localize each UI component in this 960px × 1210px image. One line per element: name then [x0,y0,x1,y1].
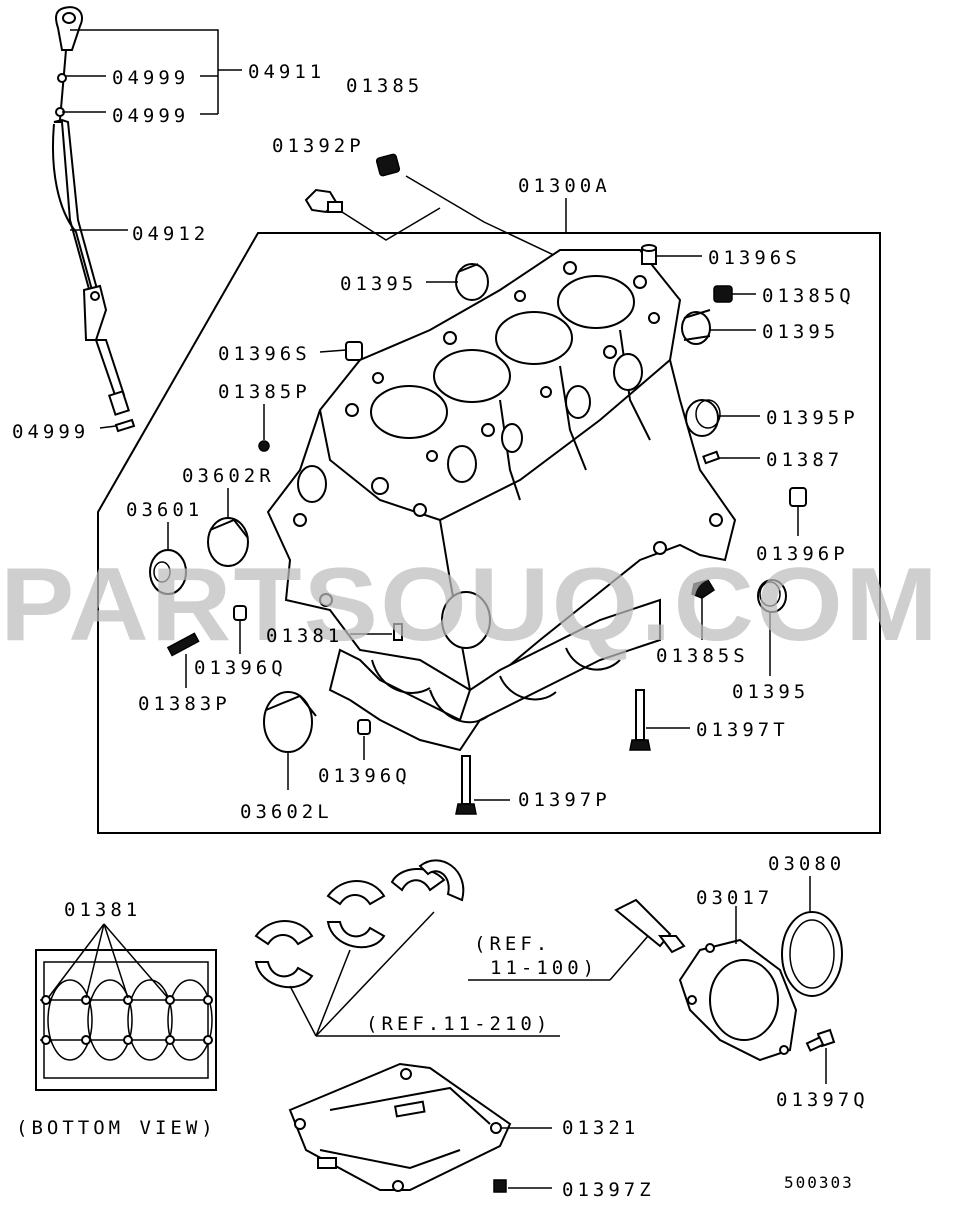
top-plug-leaders [341,175,567,259]
plug-01395P[interactable] [685,399,721,437]
plug-01392P[interactable] [304,188,343,214]
block-callout-frame [97,232,881,834]
bearing-leaders [289,911,560,1037]
label-04999-lower: 04999 [12,421,89,443]
label-01395P: 01395P [766,407,859,429]
label-01300A: 01300A [518,175,611,197]
dowel-01396S-right[interactable] [641,244,657,265]
label-01392P: 01392P [272,135,365,157]
label-03080: 03080 [768,853,845,875]
plug-01385S[interactable] [691,579,716,599]
label-01385Q: 01385Q [762,285,855,307]
cylinder-bore-1 [370,385,448,439]
bolt-01397Z[interactable] [493,1179,552,1193]
label-01397T: 01397T [696,719,789,741]
plug-01395-lower-right[interactable] [757,579,787,613]
label-04911: 04911 [248,61,325,83]
bolt-01397T[interactable] [629,689,651,751]
label-01395-upper-right: 01395 [762,321,839,343]
cover-01321[interactable] [288,1062,552,1192]
label-01385: 01385 [346,75,423,97]
sealant-tube[interactable] [468,898,686,981]
label-01396Q-left: 01396Q [194,657,287,679]
seal-leaders [735,876,827,1084]
label-01397Z: 01397Z [562,1179,655,1201]
label-01385S: 01385S [656,645,749,667]
bolt-01397P[interactable] [455,755,477,815]
rear-seal-case-03017[interactable] [678,938,798,1062]
plug-01385[interactable] [375,153,401,177]
label-03602R: 03602R [182,465,275,487]
bottom-view-leaders [47,923,169,999]
cylinder-block[interactable] [266,249,737,752]
label-01395-upper-left: 01395 [340,273,417,295]
label-bottom-view: (BOTTOM VIEW) [16,1117,217,1139]
plug-01385Q[interactable] [713,285,733,303]
plug-01395-upper-right[interactable] [681,309,711,345]
dipstick-assembly[interactable] [51,6,136,433]
label-01387: 01387 [766,449,843,471]
pin-01387[interactable] [702,450,721,465]
cylinder-bore-3 [495,311,573,365]
label-01396S-right: 01396S [708,247,801,269]
label-ref-11-100-line1: (REF. [474,933,551,955]
bolt-01397Q[interactable] [805,1028,836,1052]
label-04912: 04912 [132,223,209,245]
label-04999-middle: 04999 [112,105,189,127]
dipstick-leaders [62,29,242,429]
label-ref-11-210: (REF.11-210) [366,1013,551,1035]
cylinder-bore-2 [433,349,511,403]
label-01396S-left: 01396S [218,343,311,365]
stud-01383P[interactable] [166,632,200,657]
oil-seal-03080[interactable] [781,911,843,997]
label-01395-lower-right: 01395 [732,681,809,703]
label-01321: 01321 [562,1117,639,1139]
dowel-01396S-left[interactable] [345,341,363,361]
bushing-03602L[interactable] [263,691,317,753]
label-01397Q: 01397Q [776,1089,869,1111]
label-04999-upper: 04999 [112,67,189,89]
label-03017: 03017 [696,887,773,909]
label-01381-block: 01381 [266,625,343,647]
label-01396P: 01396P [756,543,849,565]
dowel-01396Q-lower[interactable] [357,719,371,735]
label-ref-11-100-line2: 11-100) [490,957,598,979]
cylinder-bore-4 [557,275,635,329]
label-01397P: 01397P [518,789,611,811]
label-03601: 03601 [126,499,203,521]
watermark-text: PARTSOUQ.COM [0,547,940,663]
label-01396Q-lower: 01396Q [318,765,411,787]
dowel-01396P[interactable] [789,487,807,507]
label-01385P: 01385P [218,381,311,403]
diagram-number: 500303 [784,1173,854,1192]
label-01383P: 01383P [138,693,231,715]
label-01381-bottom: 01381 [64,899,141,921]
block-leaders [167,255,799,801]
label-03602L: 03602L [240,801,333,823]
pin-01381-block[interactable] [393,623,403,641]
crank-bearings[interactable] [254,859,465,989]
bottom-view-block[interactable] [35,949,217,1091]
plug-01395-upper-left[interactable] [455,263,489,301]
plug-01385P[interactable] [258,440,270,452]
